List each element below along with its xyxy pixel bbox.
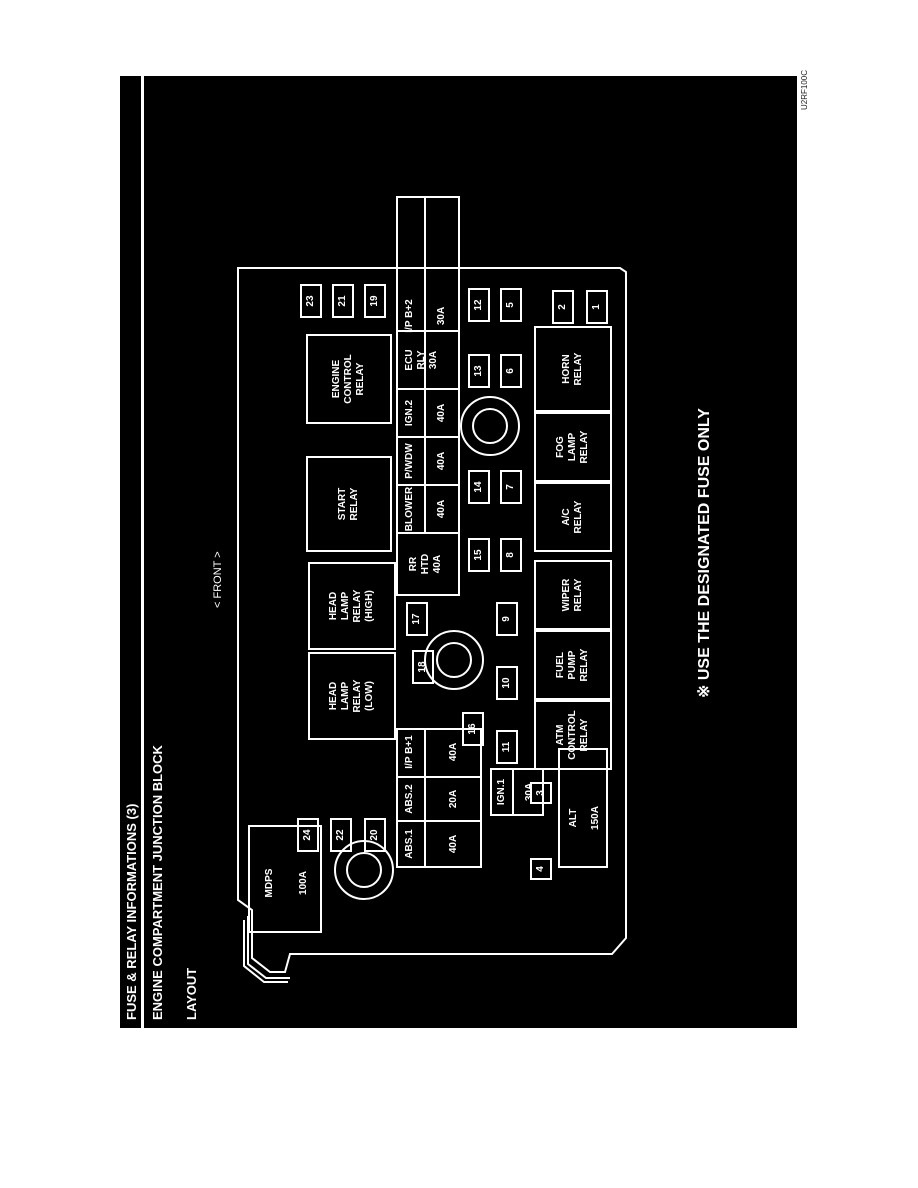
fog-lamp-relay: FOG LAMP RELAY	[534, 412, 612, 482]
fuse-14: 14	[468, 470, 490, 504]
start-line2: RELAY	[349, 487, 360, 521]
head-lamp-high-line2: LAMP	[340, 591, 351, 621]
engine-line2: CONTROL	[343, 354, 354, 404]
fuel-line3: RELAY	[579, 648, 590, 682]
fuse-12: 12	[468, 288, 490, 322]
ac-line1: A/C	[561, 508, 572, 526]
head-lamp-low-line2: LAMP	[340, 681, 351, 711]
head-lamp-high-line3: RELAY	[352, 589, 363, 623]
fuel-line2: PUMP	[567, 650, 578, 680]
fuse-21: 21	[332, 284, 354, 318]
fuse-23: 23	[300, 284, 322, 318]
head-lamp-relay-low: HEAD LAMP RELAY (LOW)	[308, 652, 396, 740]
wiper-relay: WIPER RELAY	[534, 560, 612, 630]
rotated-content: FUSE & RELAY INFORMATIONS (3) ENGINE COM…	[120, 76, 797, 1028]
fog-line1: FOG	[555, 436, 566, 458]
engine-control-relay: ENGINE CONTROL RELAY	[306, 334, 392, 424]
ecu-rly-line1: ECU	[404, 349, 415, 371]
fuse-11: 11	[496, 730, 518, 764]
diagram-panel: FUSE & RELAY INFORMATIONS (3) ENGINE COM…	[120, 76, 797, 1028]
mdps-label: MDPS	[264, 868, 275, 898]
wiper-line1: WIPER	[561, 578, 572, 612]
ipb2-rating: 30A	[436, 306, 447, 326]
ecu-rly-line3: 30A	[428, 350, 439, 370]
head-lamp-low-line4: (LOW)	[364, 681, 375, 711]
designated-fuse-note: ※ USE THE DESIGNATED FUSE ONLY	[696, 408, 713, 698]
horn-line2: RELAY	[573, 352, 584, 386]
ign2-rating: 40A	[436, 403, 447, 423]
ign1-label: IGN.1	[496, 778, 507, 806]
ecu-rly-label: ECU RLY 30A	[404, 349, 440, 370]
fuse-6: 6	[500, 354, 522, 388]
fuse-15: 15	[468, 538, 490, 572]
atm-line1: ATM	[555, 724, 566, 746]
abs1-rating: 40A	[448, 834, 459, 854]
atm-control-relay: ATM CONTROL RELAY	[534, 700, 612, 770]
fuse-7: 7	[500, 470, 522, 504]
ac-line2: RELAY	[573, 500, 584, 534]
head-lamp-high-line1: HEAD	[328, 591, 339, 621]
ipb1-rating: 40A	[448, 742, 459, 762]
mdps-rating: 100A	[298, 871, 309, 895]
fuse-1: 1	[586, 290, 608, 324]
head-lamp-low-line1: HEAD	[328, 681, 339, 711]
abs2-label: ABS.2	[404, 784, 415, 814]
atm-line2: CONTROL	[567, 710, 578, 760]
fuse-13: 13	[468, 354, 490, 388]
fuse-2: 2	[552, 290, 574, 324]
rr-htd-line2: HTD	[420, 553, 431, 575]
ipb2-label: I/P B+2	[404, 299, 415, 333]
head-lamp-relay-high: HEAD LAMP RELAY (HIGH)	[308, 562, 396, 650]
fuse-24: 24	[297, 818, 319, 852]
fuse-5: 5	[500, 288, 522, 322]
atm-line3: RELAY	[579, 718, 590, 752]
rr-htd-line1: RR	[408, 556, 419, 572]
fuel-line1: FUEL	[555, 651, 566, 679]
fuse-19: 19	[364, 284, 386, 318]
fuse-16: 16	[462, 712, 484, 746]
fuse-9: 9	[496, 602, 518, 636]
head-lamp-high-line4: (HIGH)	[364, 590, 375, 622]
junction-block-outline	[237, 267, 627, 983]
abs-block-divider	[424, 728, 426, 868]
pwdw-rating: 40A	[436, 451, 447, 471]
wiper-line2: RELAY	[573, 578, 584, 612]
ign1-divider	[512, 768, 514, 816]
alt-rating: 150A	[590, 806, 601, 830]
fuel-pump-relay: FUEL PUMP RELAY	[534, 630, 612, 700]
start-relay: START RELAY	[306, 456, 392, 552]
fuse-17: 17	[406, 602, 428, 636]
fuse-20: 20	[364, 818, 386, 852]
fog-line3: RELAY	[579, 430, 590, 464]
alt-label: ALT	[568, 808, 579, 828]
ipb1-label: I/P B+1	[404, 735, 415, 769]
pwdw-label: P/WDW	[404, 443, 415, 479]
blower-rating: 40A	[436, 499, 447, 519]
fuse-8: 8	[500, 538, 522, 572]
rr-htd-label: RR HTD 40A	[408, 554, 444, 575]
mounting-bolt-right	[460, 396, 520, 456]
horn-relay: HORN RELAY	[534, 326, 612, 412]
abs1-label: ABS.1	[404, 829, 415, 859]
fuse-10: 10	[496, 666, 518, 700]
engine-line1: ENGINE	[331, 359, 342, 399]
ecu-rly-line2: RLY	[416, 350, 427, 370]
fog-line2: LAMP	[567, 432, 578, 462]
start-line1: START	[337, 487, 348, 521]
blower-label: BLOWER	[404, 486, 415, 532]
ign2-label: IGN.2	[404, 399, 415, 427]
horn-line1: HORN	[561, 354, 572, 384]
ac-relay: A/C RELAY	[534, 482, 612, 552]
fuse-22: 22	[330, 818, 352, 852]
fuse-3: 3	[530, 782, 552, 804]
diagram-code: U2RF100C	[800, 69, 809, 110]
rr-htd-line3: 40A	[432, 554, 443, 574]
abs2-rating: 20A	[448, 789, 459, 809]
head-lamp-low-line3: RELAY	[352, 679, 363, 713]
fuse-4: 4	[530, 858, 552, 880]
mounting-bolt-center	[424, 630, 484, 690]
engine-line3: RELAY	[355, 362, 366, 396]
